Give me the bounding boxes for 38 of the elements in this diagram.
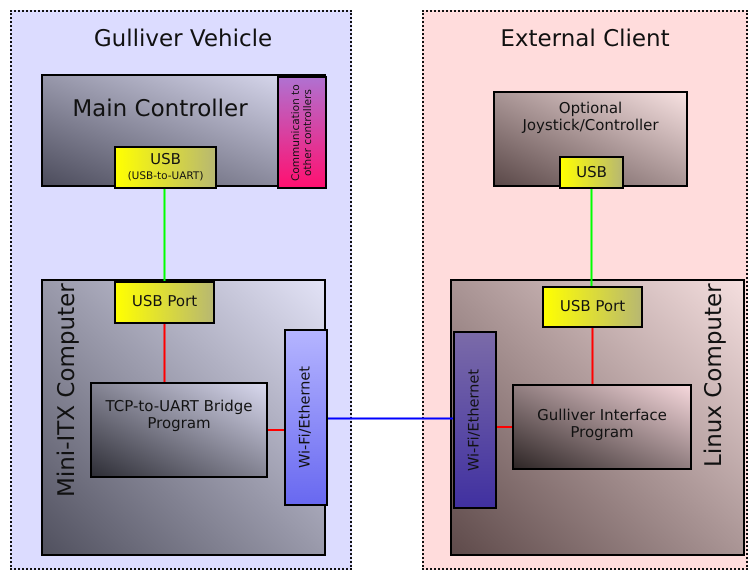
program-label: TCP-to-UART Bridge Program	[104, 398, 254, 432]
port-box	[559, 156, 624, 189]
group-title: Gulliver Vehicle	[92, 26, 274, 52]
program-box	[512, 384, 692, 470]
port-label: USB	[149, 151, 182, 168]
interface-label: Wi-Fi/Ethernet	[466, 368, 484, 473]
component-title: Main Controller	[71, 96, 249, 122]
connector-line	[164, 324, 166, 382]
component-title: Optional Joystick/Controller	[520, 100, 660, 134]
connector-line	[328, 418, 453, 420]
connector-line	[268, 429, 284, 431]
communication-box	[277, 76, 327, 189]
port-label: USB Port	[130, 293, 198, 310]
port-box	[114, 281, 215, 324]
group-panel	[422, 10, 748, 570]
computer-box	[450, 279, 745, 556]
port-label: USB	[575, 164, 608, 182]
computer-title: Mini-ITX Computer	[52, 283, 81, 499]
port-label: USB Port	[558, 298, 626, 316]
network-interface-box	[284, 329, 328, 506]
group-title: External Client	[499, 26, 671, 52]
port-box	[114, 146, 217, 189]
network-interface-box	[453, 331, 497, 509]
connector-line	[590, 189, 592, 286]
computer-title: Linux Computer	[700, 283, 728, 469]
program-box	[90, 382, 268, 478]
port-box	[542, 286, 643, 328]
component-box	[41, 74, 326, 187]
interface-label: Wi-Fi/Ethernet	[296, 365, 315, 470]
connector-line	[164, 189, 166, 281]
port-sublabel: (USB-to-UART)	[126, 170, 204, 182]
computer-box	[41, 279, 326, 556]
group-panel	[10, 10, 352, 570]
program-label: Gulliver Interface Program	[536, 407, 668, 442]
box-label: Communication to other controllers	[288, 83, 315, 183]
connector-line	[497, 426, 512, 428]
connector-line	[592, 328, 594, 384]
component-box	[493, 91, 688, 187]
